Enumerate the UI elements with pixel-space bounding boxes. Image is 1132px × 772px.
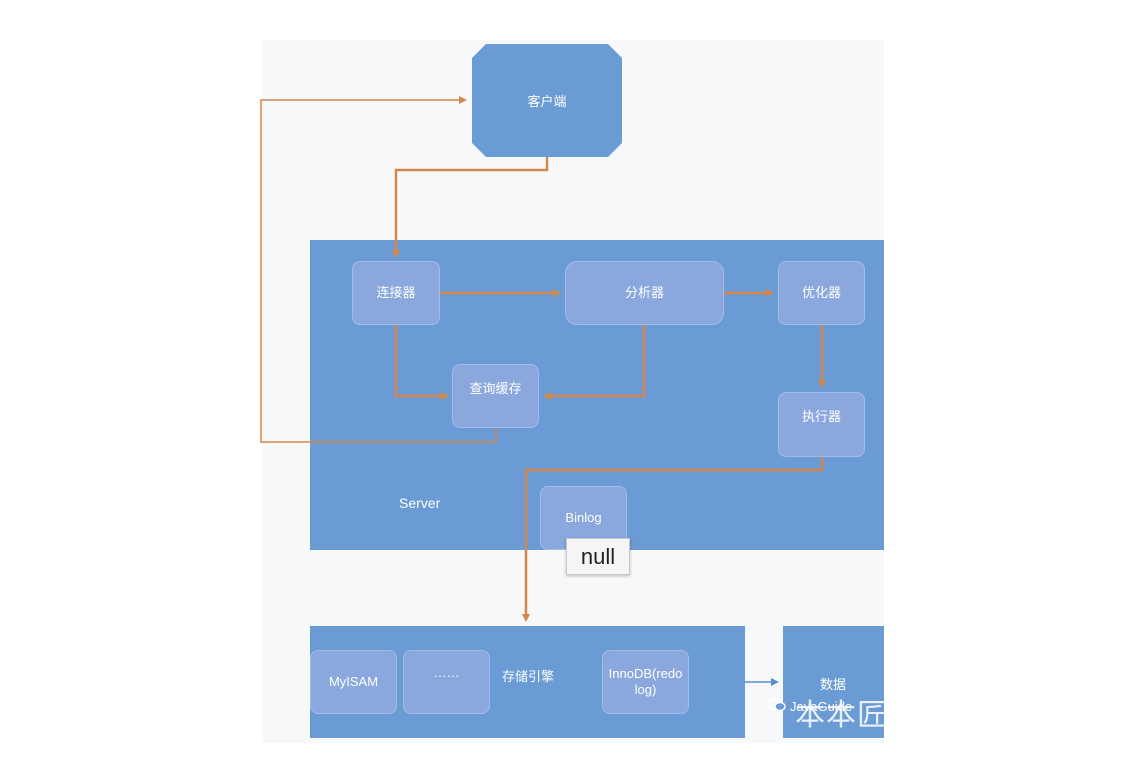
client-node: 客户端	[527, 94, 567, 109]
ellipsis-node: ……	[403, 650, 490, 714]
optimizer-node: 优化器	[778, 261, 865, 325]
storage-engine-label: 存储引擎	[502, 669, 555, 684]
innodb-node: InnoDB(redo log)	[602, 650, 689, 714]
analyzer-node: 分析器	[565, 261, 724, 325]
data-region	[783, 626, 884, 738]
watermark-overlay-text: 本本匠	[795, 699, 888, 732]
wechat-icon	[767, 698, 786, 715]
watermark: JavaGuide	[767, 698, 853, 715]
null-tooltip: null	[566, 538, 630, 575]
data-label: 数据	[820, 677, 847, 692]
server-label: Server	[399, 495, 441, 511]
query-cache-node: 查询缓存	[452, 364, 539, 428]
watermark-brand: JavaGuide	[790, 699, 853, 714]
myisam-node: MyISAM	[310, 650, 397, 714]
executor-node: 执行器	[778, 392, 865, 457]
connector-node: 连接器	[352, 261, 440, 325]
